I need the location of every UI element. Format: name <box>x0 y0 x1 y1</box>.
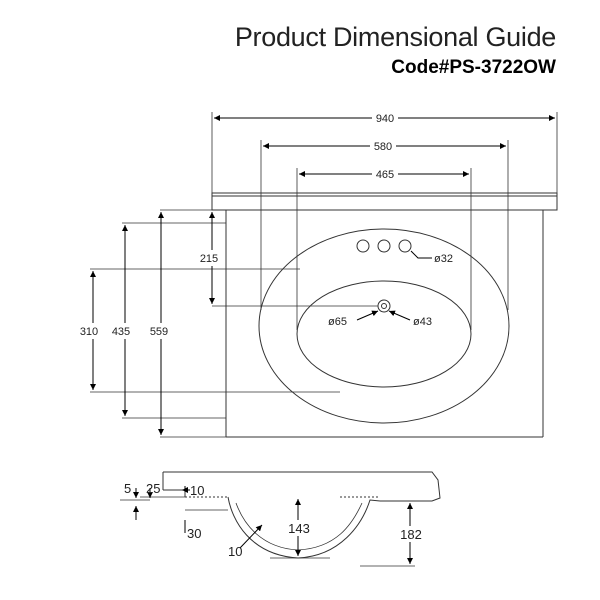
label-30: 30 <box>187 526 201 541</box>
top-edge-strip <box>211 192 558 197</box>
product-code: Code#PS-3722OW <box>391 57 556 78</box>
label-25: 25 <box>146 481 160 496</box>
bowl-outer-rim <box>258 228 510 424</box>
label-overflow-dia: ø43 <box>413 316 432 328</box>
label-465: 465 <box>376 169 394 181</box>
top-left-chamfer <box>211 196 226 211</box>
bowl-inner-basin <box>296 280 472 388</box>
label-143: 143 <box>288 521 310 536</box>
label-5: 5 <box>124 481 131 496</box>
leader-tap-hole <box>410 250 432 259</box>
top-view-labels: 940 580 465 215 310 435 559 ø32 ø65 ø43 <box>80 113 453 338</box>
label-tap-hole-dia: ø32 <box>434 253 453 265</box>
label-310: 310 <box>80 326 98 338</box>
top-view <box>90 112 558 438</box>
page-title: Product Dimensional Guide <box>234 22 556 52</box>
leader-10-bottom <box>239 524 263 549</box>
label-940: 940 <box>376 113 394 125</box>
side-top-surface <box>163 471 441 502</box>
waste-hole <box>377 299 391 313</box>
top-right-chamfer <box>543 196 558 211</box>
label-10-top: 10 <box>190 483 204 498</box>
side-view-labels: 5 25 10 30 143 182 10 <box>124 481 422 559</box>
label-10-bottom: 10 <box>228 544 242 559</box>
tap-hole-left <box>356 239 370 253</box>
label-580: 580 <box>374 141 392 153</box>
tap-hole-right <box>398 239 412 253</box>
leader-waste <box>356 310 379 321</box>
overflow-hole <box>381 303 387 309</box>
label-182: 182 <box>400 527 422 542</box>
side-view <box>120 471 441 567</box>
tap-hole-center <box>377 239 391 253</box>
leader-overflow <box>388 310 411 321</box>
label-435: 435 <box>112 326 130 338</box>
label-waste-dia: ø65 <box>328 316 347 328</box>
label-559: 559 <box>150 326 168 338</box>
label-215: 215 <box>200 253 218 265</box>
